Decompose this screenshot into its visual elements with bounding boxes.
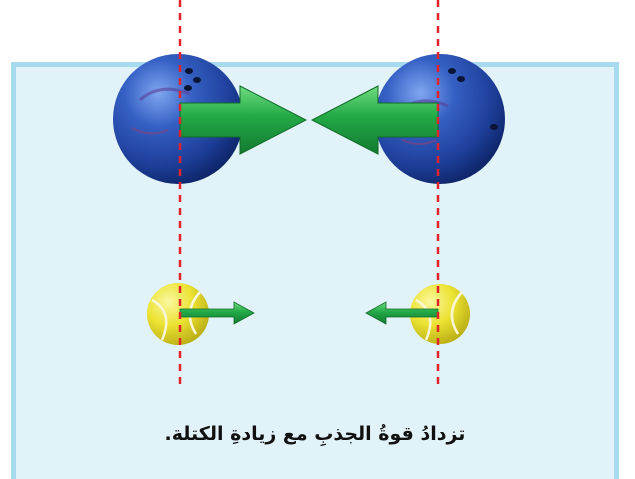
- caption-text: تزدادُ قوةُ الجذبِ مع زيادةِ الكتلة.: [11, 423, 619, 445]
